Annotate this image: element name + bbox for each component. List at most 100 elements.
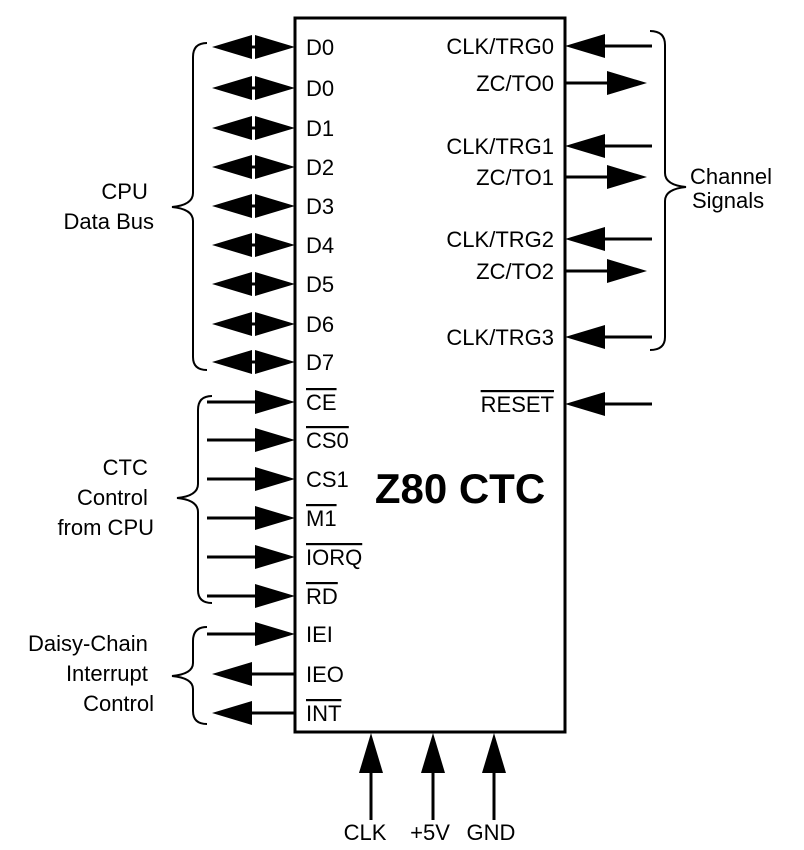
arrow-head-right: [607, 165, 647, 189]
pin-label: D7: [306, 350, 334, 375]
left-pin-15-iei: IEI: [207, 622, 333, 647]
arrow-head-right: [255, 116, 295, 140]
arrow-head-right: [255, 233, 295, 257]
ctc-control-brace: [176, 395, 213, 604]
pin-label: CLK: [344, 820, 387, 845]
left-pin-13-iorq: IORQ: [207, 545, 362, 570]
pin-label: RESET: [481, 392, 554, 417]
pin-label: M1: [306, 506, 337, 531]
pin-label: +5V: [410, 820, 450, 845]
right-pin-7-reset: RESET: [481, 392, 652, 417]
right-pin-6-clk-trg3: CLK/TRG3: [446, 325, 652, 350]
left-pin-6-d5: D5: [212, 272, 334, 297]
pin-label: GND: [467, 820, 516, 845]
arrow-head-left: [212, 194, 252, 218]
right-pin-3-zc-to1: ZC/TO1: [476, 165, 647, 190]
left-pin-7-d6: D6: [212, 312, 334, 337]
left-pin-4-d3: D3: [212, 194, 334, 219]
arrow-head-right: [255, 35, 295, 59]
right-pin-4-clk-trg2: CLK/TRG2: [446, 227, 652, 252]
left-pin-14-rd: RD: [207, 584, 338, 609]
daisy-chain-label: Daisy-Chain Interrupt Control: [28, 631, 154, 716]
daisy-chain-line-2: Interrupt: [66, 661, 148, 686]
arrow-head-left: [565, 325, 605, 349]
daisy-chain-brace: [171, 626, 208, 725]
channel-signals-label: Channel Signals: [690, 164, 778, 213]
left-pin-10-cs0: CS0: [207, 428, 349, 453]
arrow-head-right: [255, 194, 295, 218]
pin-label: IEI: [306, 622, 333, 647]
left-pin-8-d7: D7: [212, 350, 334, 375]
arrow-head-left: [212, 701, 252, 725]
arrow-head-right: [255, 545, 295, 569]
arrow-head-left: [212, 233, 252, 257]
pin-label: D0: [306, 76, 334, 101]
left-pin-3-d2: D2: [212, 155, 334, 180]
right-pin-2-clk-trg1: CLK/TRG1: [446, 134, 652, 159]
pin-label: D6: [306, 312, 334, 337]
left-pin-12-m1: M1: [207, 506, 337, 531]
left-pin-17-int: INT: [212, 701, 341, 726]
arrow-head-right: [255, 390, 295, 414]
pin-label: IORQ: [306, 545, 362, 570]
pin-label: CS0: [306, 428, 349, 453]
bottom-pin-group: CLK +5V GND: [344, 733, 516, 845]
pin-label: ZC/TO1: [476, 165, 554, 190]
arrow-head-left: [212, 76, 252, 100]
arrow-head-left: [565, 227, 605, 251]
channel-signals-brace: [649, 30, 687, 351]
arrow-head-right: [255, 76, 295, 100]
arrow-head-right: [255, 428, 295, 452]
arrow-head-right: [255, 622, 295, 646]
ctc-control-line-3: from CPU: [57, 515, 154, 540]
cpu-data-bus-brace: [171, 42, 208, 371]
left-pin-2-d1: D1: [212, 116, 334, 141]
left-pin-5-d4: D4: [212, 233, 334, 258]
arrow-head-left: [212, 155, 252, 179]
arrow-head-left: [212, 350, 252, 374]
arrow-head-right: [607, 71, 647, 95]
arrow-head-left: [565, 134, 605, 158]
arrow-head-right: [255, 467, 295, 491]
arrow-head-left: [212, 312, 252, 336]
left-pin-0-d0: D0: [212, 35, 334, 60]
bottom-pin-gnd: GND: [467, 733, 516, 845]
arrow-head-right: [255, 350, 295, 374]
arrow-head-left: [212, 272, 252, 296]
pin-label: CS1: [306, 467, 349, 492]
arrow-head-left: [565, 392, 605, 416]
right-pin-1-zc-to0: ZC/TO0: [476, 71, 647, 96]
pin-label: RD: [306, 584, 338, 609]
chip-body: [293, 16, 567, 734]
arrow-head-right: [255, 312, 295, 336]
arrow-head-left: [212, 662, 252, 686]
pin-label: D0: [306, 35, 334, 60]
bottom-pin-clk: CLK: [344, 733, 387, 845]
arrow-head-right: [255, 584, 295, 608]
daisy-chain-line-3: Control: [83, 691, 154, 716]
arrow-head-left: [212, 35, 252, 59]
pin-label: CLK/TRG3: [446, 325, 554, 350]
arrow-head-left: [565, 34, 605, 58]
cpu-data-bus-line-2: Data Bus: [64, 209, 155, 234]
right-pin-group: CLK/TRG0ZC/TO0CLK/TRG1ZC/TO1CLK/TRG2ZC/T…: [446, 34, 652, 417]
ctc-control-line-1: CTC: [103, 455, 148, 480]
bottom-pin-5v: +5V: [410, 733, 450, 845]
arrow-head-right: [255, 506, 295, 530]
left-pin-9-ce: CE: [207, 390, 337, 415]
pin-label: CLK/TRG1: [446, 134, 554, 159]
arrow-head-right: [607, 259, 647, 283]
pin-label: IEO: [306, 662, 344, 687]
chip-title: Z80 CTC: [375, 465, 545, 512]
arrow-head-right: [255, 155, 295, 179]
pin-label: D1: [306, 116, 334, 141]
left-pin-group: D0D0D1D2D3D4D5D6D7CECS0CS1M1IORQRDIEIIEO…: [207, 35, 362, 726]
arrow-head-right: [255, 272, 295, 296]
channel-signals-line-1: Channel: [690, 164, 772, 189]
right-pin-0-clk-trg0: CLK/TRG0: [446, 34, 652, 59]
arrow-head-up: [421, 733, 445, 773]
left-pin-11-cs1: CS1: [207, 467, 349, 492]
arrow-head-up: [359, 733, 383, 773]
pin-label: D2: [306, 155, 334, 180]
